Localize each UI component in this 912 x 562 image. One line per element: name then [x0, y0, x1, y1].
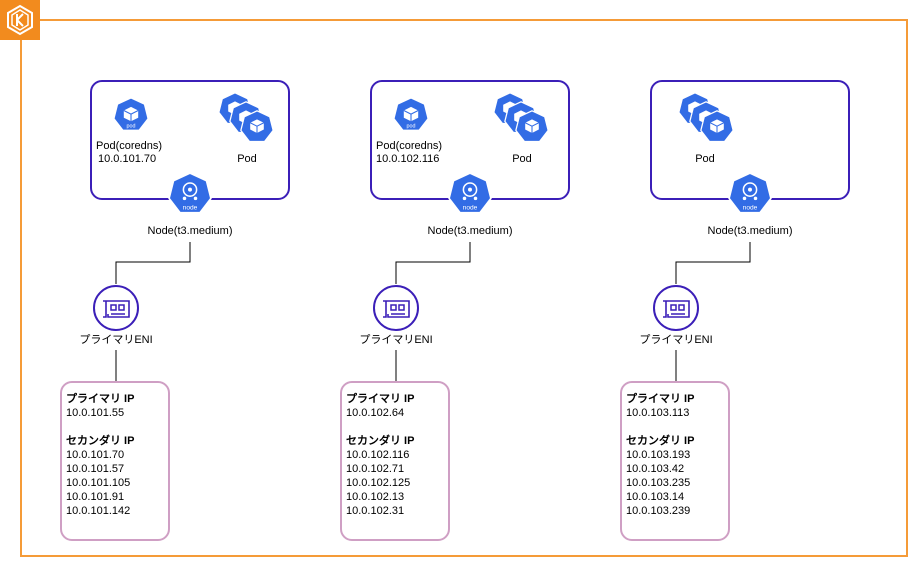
secondary-ip: 10.0.102.71	[346, 463, 405, 475]
secondary-ip: 10.0.103.14	[626, 491, 685, 503]
pod-stack-icon-1	[218, 92, 278, 148]
secondary-ip: 10.0.101.70	[66, 449, 125, 461]
node-icon-label: node	[463, 204, 478, 211]
secondary-ip: 10.0.102.116	[346, 449, 410, 461]
secondary-ip: 10.0.103.239	[626, 505, 691, 517]
eks-cluster-frame	[20, 19, 908, 557]
secondary-ip: 10.0.102.125	[346, 477, 411, 489]
eni-icon-2	[372, 284, 420, 332]
ip-box-2	[340, 381, 450, 541]
coredns-ip: 10.0.101.70	[98, 153, 157, 165]
node-icon-label: node	[743, 204, 758, 211]
node-label: Node(t3.medium)	[427, 225, 513, 237]
primary-ip-title: プライマリ IP	[66, 393, 135, 405]
secondary-ip-title: セカンダリ IP	[346, 435, 415, 447]
primary-ip: 10.0.101.55	[66, 407, 125, 419]
node-label: Node(t3.medium)	[707, 225, 793, 237]
connector-node1-eni	[115, 242, 191, 284]
node-icon-label: node	[183, 204, 198, 211]
k8s-node-icon-2: node	[448, 172, 492, 216]
coredns-pod-icon-1: pod	[113, 97, 149, 133]
primary-ip: 10.0.102.64	[346, 407, 405, 419]
secondary-ip: 10.0.103.42	[626, 463, 685, 475]
secondary-ip: 10.0.102.13	[346, 491, 405, 503]
pod-label: Pod	[512, 153, 532, 165]
k8s-node-icon-3: node	[728, 172, 772, 216]
eni-icon-1	[92, 284, 140, 332]
secondary-ip-title: セカンダリ IP	[626, 435, 695, 447]
coredns-ip: 10.0.102.116	[376, 153, 440, 165]
coredns-label: Pod(coredns)	[376, 140, 443, 152]
secondary-ip: 10.0.101.105	[66, 477, 131, 489]
connector-node3-eni	[675, 242, 751, 284]
primary-ip-title: プライマリ IP	[626, 393, 695, 405]
ip-list-3: プライマリ IP 10.0.103.113 セカンダリ IP 10.0.103.…	[626, 392, 694, 518]
pod-icon-label: pod	[127, 124, 136, 130]
eni-label: プライマリENI	[79, 334, 153, 346]
ip-box-3	[620, 381, 730, 541]
node-label: Node(t3.medium)	[147, 225, 233, 237]
secondary-ip: 10.0.103.235	[626, 477, 691, 489]
connector-node2-eni	[395, 242, 471, 284]
secondary-ip: 10.0.101.57	[66, 463, 125, 475]
ip-list-1: プライマリ IP 10.0.101.55 セカンダリ IP 10.0.101.7…	[66, 392, 134, 518]
ip-list-2: プライマリ IP 10.0.102.64 セカンダリ IP 10.0.102.1…	[346, 392, 414, 518]
pod-label: Pod	[695, 153, 715, 165]
secondary-ip: 10.0.101.91	[66, 491, 125, 503]
pod-stack-icon-2	[493, 92, 553, 148]
ip-box-1	[60, 381, 170, 541]
coredns-label: Pod(coredns)	[96, 140, 163, 152]
secondary-ip: 10.0.102.31	[346, 505, 405, 517]
pod-icon-label: pod	[407, 124, 416, 130]
primary-ip: 10.0.103.113	[626, 407, 690, 419]
primary-ip-title: プライマリ IP	[346, 393, 415, 405]
eni-label: プライマリENI	[359, 334, 433, 346]
secondary-ip: 10.0.103.193	[626, 449, 691, 461]
eni-icon-3	[652, 284, 700, 332]
secondary-ip-title: セカンダリ IP	[66, 435, 135, 447]
eks-logo-icon	[0, 0, 40, 40]
pod-stack-icon-3	[678, 92, 738, 148]
pod-label: Pod	[237, 153, 257, 165]
secondary-ip: 10.0.101.142	[66, 505, 131, 517]
k8s-node-icon-1: node	[168, 172, 212, 216]
coredns-pod-icon-2: pod	[393, 97, 429, 133]
eni-label: プライマリENI	[639, 334, 713, 346]
